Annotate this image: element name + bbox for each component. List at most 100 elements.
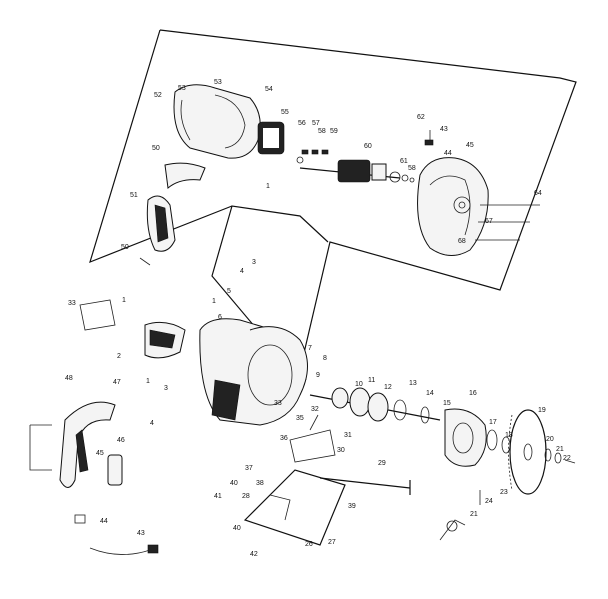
label: 42: [250, 551, 258, 558]
label: 21: [556, 446, 564, 453]
label: 11: [368, 377, 375, 384]
label: 4: [240, 268, 244, 275]
gear-housing-45: [417, 157, 489, 256]
label: 1: [266, 183, 270, 190]
label: 28: [242, 493, 250, 500]
label: 60: [364, 143, 372, 150]
saw-blade-19: [508, 409, 547, 495]
label: 36: [280, 435, 288, 442]
label: 19: [538, 407, 546, 414]
label: 1: [122, 297, 126, 304]
label: 57: [312, 120, 320, 127]
base-plate-42: [243, 469, 346, 546]
label: 47: [113, 379, 121, 386]
label: 50: [121, 244, 129, 251]
label: 64: [534, 190, 542, 197]
label: 12: [384, 384, 392, 391]
lower-guard-16: [444, 408, 487, 467]
label: 38: [256, 480, 264, 487]
label: 37: [245, 465, 253, 472]
part-number-labels: 53 53 52 54 55 1 56 57 58 59 60 62 43 44…: [65, 79, 571, 558]
screws-64: [475, 204, 540, 241]
label: 45: [466, 142, 474, 149]
label: 30: [337, 447, 345, 454]
label: 15: [443, 400, 451, 407]
label: 23: [500, 489, 508, 496]
power-cord-43: [74, 514, 159, 555]
label: 62: [417, 114, 425, 121]
label: 8: [323, 355, 327, 362]
label: 45: [96, 450, 104, 457]
label: 7: [308, 345, 312, 352]
label: 26: [305, 541, 313, 548]
label: 67: [485, 218, 493, 225]
label: 44: [444, 150, 452, 157]
label: 20: [546, 436, 554, 443]
label: 52: [154, 92, 162, 99]
label: 53: [214, 79, 222, 86]
label: 55: [281, 109, 289, 116]
label: 56: [298, 120, 306, 127]
label: 58: [408, 165, 416, 172]
label: 58: [318, 128, 326, 135]
label: 59: [330, 128, 338, 135]
label: 32: [311, 406, 319, 413]
blade-washers: [486, 429, 576, 464]
label: 27: [328, 539, 336, 546]
blade-guard-2: [144, 321, 186, 359]
label: 24: [485, 498, 493, 505]
label: 43: [440, 126, 448, 133]
label: 17: [489, 419, 497, 426]
label: 48: [65, 375, 73, 382]
label: 40: [230, 480, 238, 487]
label: 1: [212, 298, 216, 305]
label: 14: [426, 390, 434, 397]
label: 33: [274, 400, 282, 407]
label: 46: [117, 437, 125, 444]
label: 50: [152, 145, 160, 152]
switch-handle-47: [59, 401, 116, 488]
field-coil-55: [257, 121, 285, 155]
label: 5: [227, 288, 231, 295]
label: 41: [214, 493, 222, 500]
label: 3: [164, 385, 168, 392]
label: 43: [137, 530, 145, 537]
label: 31: [344, 432, 352, 439]
label: 22: [563, 455, 571, 462]
label: 3: [252, 259, 256, 266]
label: 9: [316, 372, 320, 379]
label: 29: [378, 460, 386, 467]
small-parts-61-63: [401, 130, 434, 183]
handle-51: [139, 162, 206, 266]
label: 2: [117, 353, 121, 360]
label: 40: [233, 525, 241, 532]
label: 18: [505, 432, 513, 439]
rip-fence-29: [319, 477, 411, 495]
brush-parts: [296, 149, 329, 164]
label: 61: [400, 158, 408, 165]
label: 1: [146, 378, 150, 385]
label: 6: [218, 314, 222, 321]
motor-housing-53: [173, 84, 261, 159]
label: 68: [458, 238, 466, 245]
armature-60: [299, 159, 401, 183]
handle-bracket-lines: [29, 424, 52, 471]
switch-46: [107, 454, 123, 486]
bracket-33: [79, 299, 116, 331]
main-housing: [199, 318, 308, 426]
label: 54: [265, 86, 273, 93]
depth-bracket: [289, 414, 336, 463]
spindle-assembly: [309, 387, 441, 424]
label: 4: [150, 420, 154, 427]
label: 44: [100, 518, 108, 525]
label: 51: [130, 192, 138, 199]
label: 21: [470, 511, 478, 518]
label: 53: [178, 85, 186, 92]
label: 10: [355, 381, 363, 388]
label: 35: [296, 415, 304, 422]
label: 39: [348, 503, 356, 510]
label: 13: [409, 380, 417, 387]
adjustment-knob-24: [439, 490, 481, 541]
label: 16: [469, 390, 477, 397]
